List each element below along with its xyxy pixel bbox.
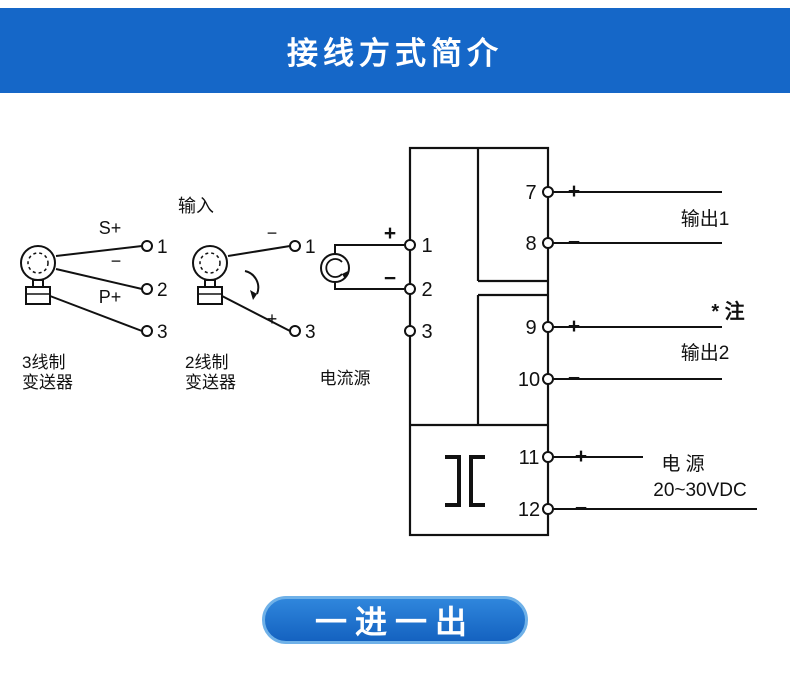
transmitter-3wire-wires xyxy=(49,245,143,332)
transmitter-2wire-wires xyxy=(221,245,291,332)
output-terminal-number: 8 xyxy=(525,233,536,255)
output-wires xyxy=(553,191,757,510)
input-label: 输入 xyxy=(178,196,214,216)
terminal-number: 3 xyxy=(157,322,168,343)
isolator-output-terminals xyxy=(542,186,554,515)
wire-label-p-plus: P+ xyxy=(99,287,122,307)
output-terminal-number: 7 xyxy=(525,182,536,204)
transmitter-2wire-terminals xyxy=(289,240,301,337)
input-terminal-number: 2 xyxy=(421,279,432,301)
output-terminal-number: 10 xyxy=(518,369,540,391)
isolator-input-terminals xyxy=(404,239,416,337)
input-terminal-number: 1 xyxy=(421,235,432,257)
current-source-wires xyxy=(334,244,404,290)
polarity-minus: − xyxy=(384,267,396,290)
terminal-number: 2 xyxy=(157,280,168,301)
loop-current-arrow-icon xyxy=(244,270,260,300)
wire-label-minus: − xyxy=(111,251,122,271)
output2-label: 输出2 xyxy=(681,342,730,364)
transmitter-3wire-terminals xyxy=(141,240,153,337)
page-title: 接线方式简介 xyxy=(287,36,503,71)
transmitter-2wire-caption-2: 变送器 xyxy=(185,373,236,392)
output-terminal-number: 11 xyxy=(519,447,540,469)
transmitter-2wire-icon xyxy=(192,245,228,305)
transmitter-2wire-caption-1: 2线制 xyxy=(185,353,228,372)
wiring-diagram: S+ − P+ 1 2 3 3线制 变送器 输入 − + 1 3 2线制 变送器… xyxy=(0,100,790,580)
wire-label-minus: − xyxy=(267,223,278,243)
terminal-number: 1 xyxy=(157,237,168,258)
mode-badge: 一进一出 xyxy=(262,596,528,644)
output-terminal-number: 9 xyxy=(525,317,536,339)
power-range-label: 20~30VDC xyxy=(653,480,746,501)
terminal-number: 1 xyxy=(305,237,316,258)
wiring-diagram-canvas: S+ − P+ 1 2 3 3线制 变送器 输入 − + 1 3 2线制 变送器… xyxy=(20,146,757,537)
current-source-caption: 电流源 xyxy=(320,369,371,388)
wire-label-plus: + xyxy=(267,309,278,329)
current-source-icon xyxy=(320,253,350,283)
header-banner: 接线方式简介 xyxy=(0,8,790,93)
wire-label-s-plus: S+ xyxy=(99,218,122,238)
input-terminal-number: 3 xyxy=(421,321,432,343)
transmitter-3wire-caption-1: 3线制 xyxy=(22,353,65,372)
transmitter-3wire-caption-2: 变送器 xyxy=(22,373,73,392)
transmitter-3wire-icon xyxy=(20,245,56,305)
isolation-transformer-icon xyxy=(445,455,485,507)
output1-label: 输出1 xyxy=(681,208,730,230)
output-terminal-number: 12 xyxy=(518,499,540,521)
isolator-body xyxy=(408,146,550,537)
power-label: 电 源 xyxy=(661,453,704,475)
polarity-plus: + xyxy=(384,222,396,245)
mode-badge-label: 一进一出 xyxy=(314,604,475,640)
terminal-number: 3 xyxy=(305,322,316,343)
note-label: * 注 xyxy=(711,299,744,323)
